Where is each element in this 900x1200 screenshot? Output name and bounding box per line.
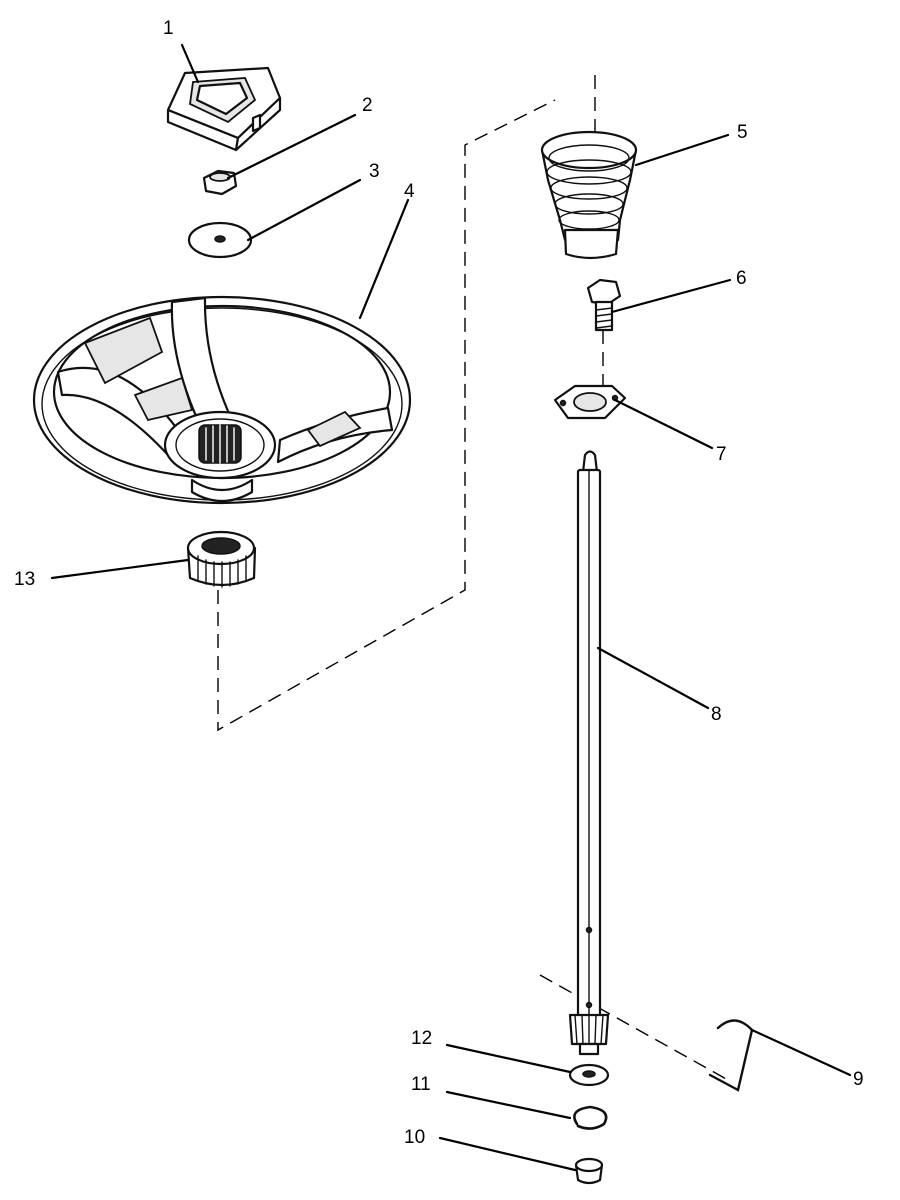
leader-6 bbox=[610, 278, 732, 314]
leader-9 bbox=[750, 1028, 852, 1077]
callout-13: 13 bbox=[14, 569, 35, 590]
callout-2: 2 bbox=[362, 95, 373, 116]
leader-10 bbox=[438, 1136, 577, 1172]
callout-11: 11 bbox=[411, 1074, 431, 1095]
leader-2 bbox=[226, 113, 357, 180]
leader-11 bbox=[445, 1090, 572, 1120]
callout-9: 9 bbox=[853, 1069, 864, 1090]
center-cap bbox=[166, 66, 282, 152]
leader-7 bbox=[613, 398, 714, 450]
callout-6: 6 bbox=[736, 268, 747, 289]
leader-12 bbox=[445, 1043, 572, 1074]
leader-4 bbox=[358, 198, 410, 320]
splined-adapter bbox=[186, 530, 257, 588]
callout-10: 10 bbox=[404, 1127, 425, 1148]
pinion-gear bbox=[568, 1013, 610, 1056]
bushing bbox=[574, 1157, 604, 1185]
callout-8: 8 bbox=[711, 704, 722, 725]
flange-bearing bbox=[553, 384, 627, 420]
leader-lines bbox=[50, 43, 852, 1172]
callout-5: 5 bbox=[737, 122, 748, 143]
steering-wheel bbox=[32, 295, 412, 505]
leader-13 bbox=[50, 558, 190, 580]
leader-1 bbox=[180, 43, 200, 84]
leader-5 bbox=[634, 133, 730, 167]
callout-3: 3 bbox=[369, 161, 380, 182]
retaining-ring bbox=[573, 1105, 608, 1130]
thrust-washer bbox=[568, 1063, 610, 1087]
steering-column-boot bbox=[540, 130, 638, 260]
callout-4: 4 bbox=[404, 181, 415, 202]
callout-7: 7 bbox=[716, 444, 727, 465]
callouts: 1 2 3 4 5 6 7 8 9 10 11 12 13 bbox=[14, 18, 864, 1148]
hex-bolt bbox=[586, 278, 622, 332]
hairpin-clip bbox=[708, 1019, 754, 1092]
assembly-lines bbox=[217, 75, 729, 1081]
callout-12: 12 bbox=[411, 1028, 432, 1049]
leader-8 bbox=[596, 646, 710, 710]
hex-nut bbox=[202, 169, 238, 196]
callout-1: 1 bbox=[163, 18, 174, 39]
flat-washer bbox=[187, 221, 253, 259]
steering-shaft bbox=[576, 450, 602, 1020]
leader-3 bbox=[246, 178, 362, 242]
